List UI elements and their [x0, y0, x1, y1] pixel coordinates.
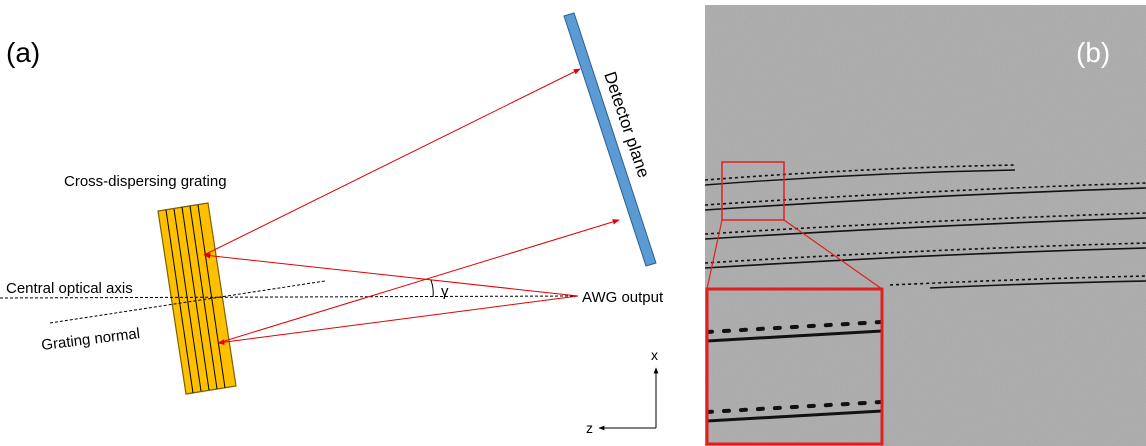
- central-axis-label: Central optical axis: [6, 280, 133, 297]
- angle-arc: [430, 279, 434, 298]
- incident-ray-lower: [217, 295, 579, 345]
- trace-4: [705, 242, 1146, 269]
- diffracted-ray-upper: [203, 68, 581, 256]
- grating-body: [157, 202, 237, 395]
- awg-output-label: AWG output: [582, 289, 664, 306]
- detector-plane: [563, 12, 657, 267]
- grating-normal-line: [49, 280, 326, 324]
- grating: [157, 202, 237, 395]
- coordinate-axes: x z: [586, 347, 659, 436]
- zoom-connector-left: [706, 219, 723, 290]
- angle-label: γ: [441, 283, 449, 300]
- x-axis-label: x: [651, 347, 658, 363]
- trace-5: [889, 275, 1146, 289]
- grating-label: Cross-dispersing grating: [64, 173, 227, 190]
- panel-b-label: (b): [1076, 37, 1110, 68]
- z-axis-label: z: [586, 420, 593, 436]
- grating-lines: [165, 204, 226, 394]
- inset-border: [705, 287, 884, 446]
- panel-b: (b): [705, 5, 1146, 446]
- central-optical-axis: [0, 295, 576, 299]
- trace-2: [705, 182, 1146, 211]
- spectral-traces: [705, 164, 1146, 289]
- zoom-inset: [705, 287, 884, 446]
- panel-a: (a) Cross-dispersing grating Detector pl…: [0, 12, 664, 436]
- panel-a-label: (a): [6, 37, 40, 68]
- zoom-connector-right: [783, 219, 883, 290]
- incident-ray-upper: [203, 252, 579, 297]
- rays: [203, 68, 620, 345]
- trace-1: [705, 164, 1016, 186]
- diffracted-ray-lower: [217, 219, 620, 344]
- zoom-selection-box: [721, 161, 785, 221]
- grating-normal-label: Grating normal: [40, 325, 141, 354]
- trace-3: [705, 212, 1146, 240]
